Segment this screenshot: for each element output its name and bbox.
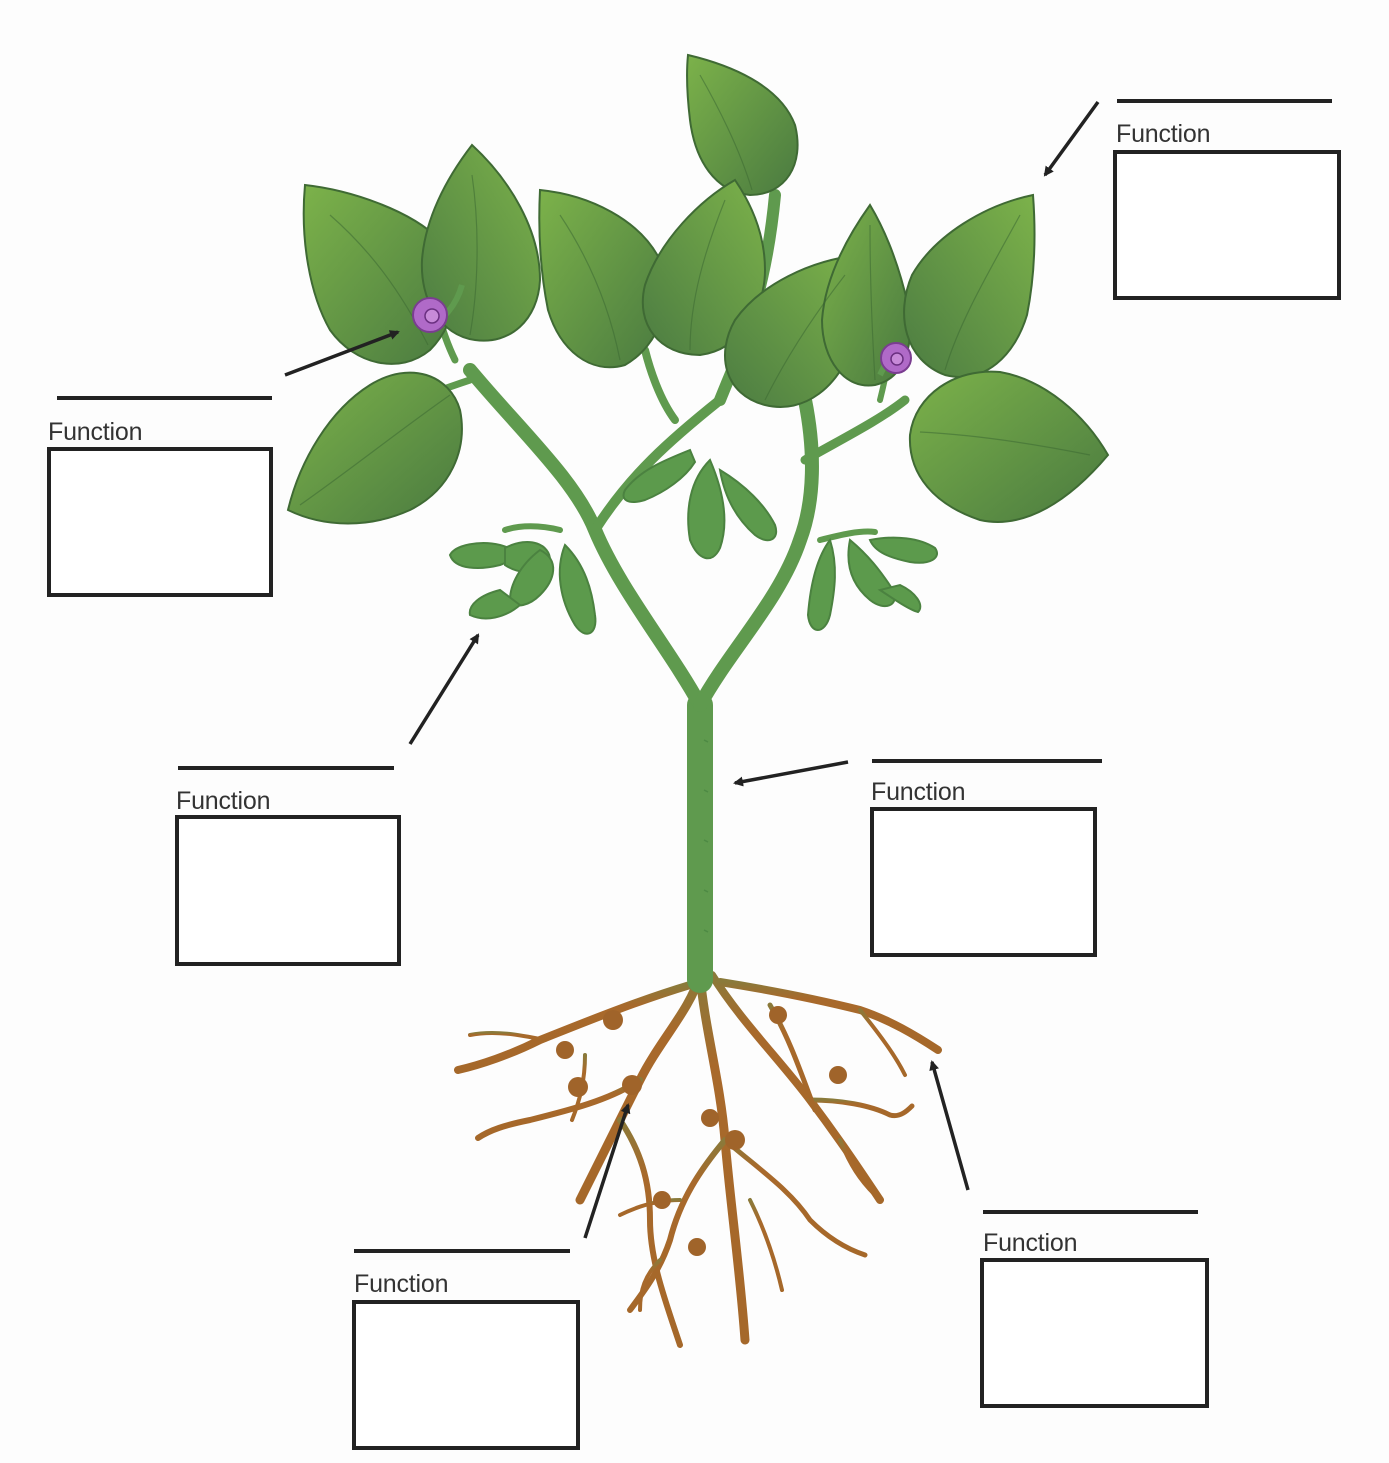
arrow-to-fruit: [410, 635, 478, 744]
function-title-leaf: Function: [1116, 122, 1210, 147]
function-title-fruit: Function: [176, 789, 270, 814]
name-line-root-nodule[interactable]: [354, 1249, 570, 1253]
arrow-to-stem: [735, 762, 848, 783]
arrow-to-leaf: [1045, 102, 1098, 175]
function-box-root-nodule[interactable]: [352, 1300, 580, 1450]
root-nodules: [556, 1006, 847, 1256]
function-box-leaf[interactable]: [1113, 150, 1341, 300]
leaf: [288, 373, 462, 524]
leaf: [904, 195, 1034, 377]
leaf: [687, 55, 798, 195]
name-line-flower[interactable]: [57, 396, 272, 400]
function-title-stem: Function: [871, 780, 965, 805]
pods: [450, 450, 937, 634]
name-line-root[interactable]: [983, 1210, 1198, 1214]
name-line-leaf[interactable]: [1117, 99, 1332, 103]
function-title-root-nodule: Function: [354, 1272, 448, 1297]
function-title-root: Function: [983, 1231, 1077, 1256]
function-title-flower: Function: [48, 420, 142, 445]
function-box-fruit[interactable]: [175, 815, 401, 966]
function-box-stem[interactable]: [870, 807, 1097, 957]
leaf: [910, 372, 1108, 522]
leaves: [288, 55, 1108, 524]
function-box-root[interactable]: [980, 1258, 1209, 1408]
name-line-fruit[interactable]: [178, 766, 394, 770]
function-box-flower[interactable]: [47, 447, 273, 597]
root-system: [458, 975, 938, 1345]
arrow-to-root: [932, 1062, 968, 1190]
name-line-stem[interactable]: [872, 759, 1102, 763]
